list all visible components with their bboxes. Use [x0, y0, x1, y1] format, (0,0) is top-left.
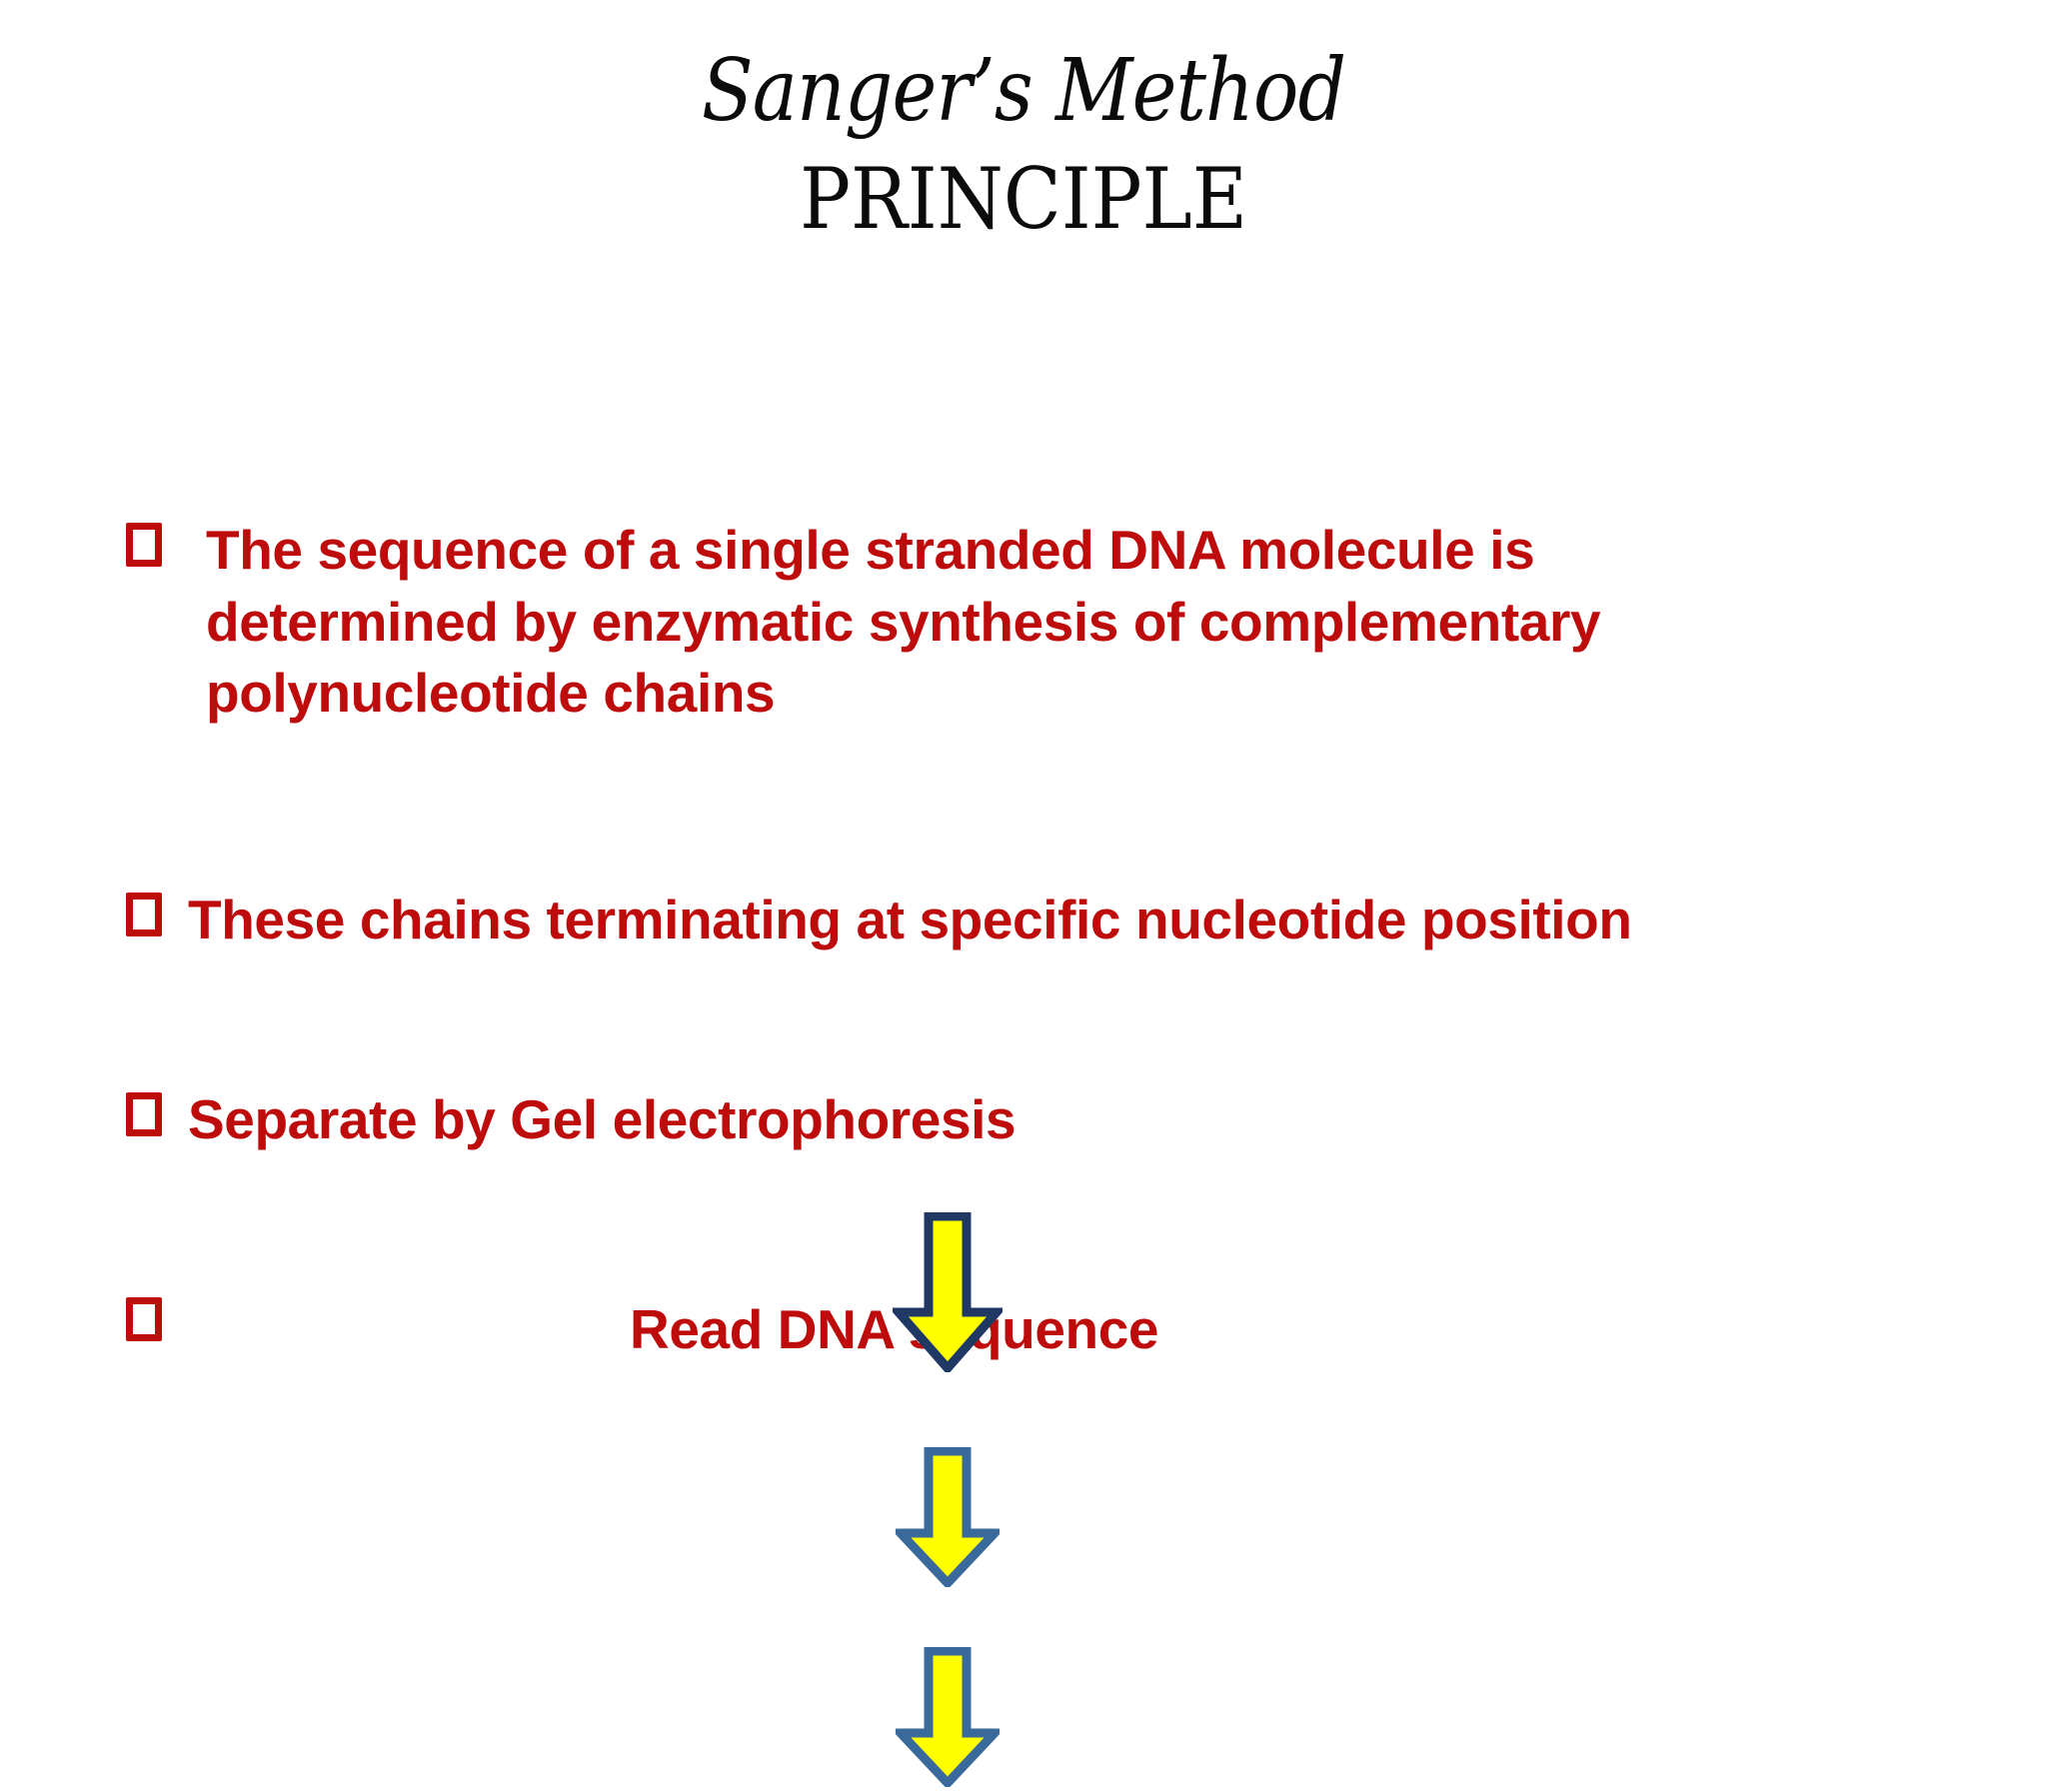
- square-bullet-icon: [126, 893, 180, 936]
- square-bullet-icon: [126, 523, 180, 567]
- page-subtitle: PRINCIPLE: [800, 150, 1247, 249]
- list-item-text: These chains terminating at specific nuc…: [188, 889, 1632, 950]
- list-item: These chains terminating at specific nuc…: [126, 885, 1955, 956]
- list-item: [126, 1289, 1525, 1341]
- down-arrow-icon: [889, 1211, 1007, 1377]
- list-item-text: The sequence of a single stranded DNA mo…: [206, 519, 1601, 724]
- square-bullet-icon: [126, 1092, 180, 1136]
- page-title: Sanger’s Method: [701, 41, 1346, 141]
- title-block: Sanger’s Method PRINCIPLE: [0, 41, 2047, 249]
- list-item: The sequence of a single stranded DNA mo…: [126, 515, 1845, 730]
- slide-body: The sequence of a single stranded DNA mo…: [0, 500, 2047, 1790]
- square-bullet-icon: [126, 1297, 180, 1341]
- list-item: Separate by Gel electrophoresis: [126, 1084, 1525, 1156]
- list-item-text: Separate by Gel electrophoresis: [188, 1088, 1017, 1150]
- down-arrow-icon: [890, 1646, 1006, 1792]
- down-arrow-icon: [890, 1446, 1006, 1592]
